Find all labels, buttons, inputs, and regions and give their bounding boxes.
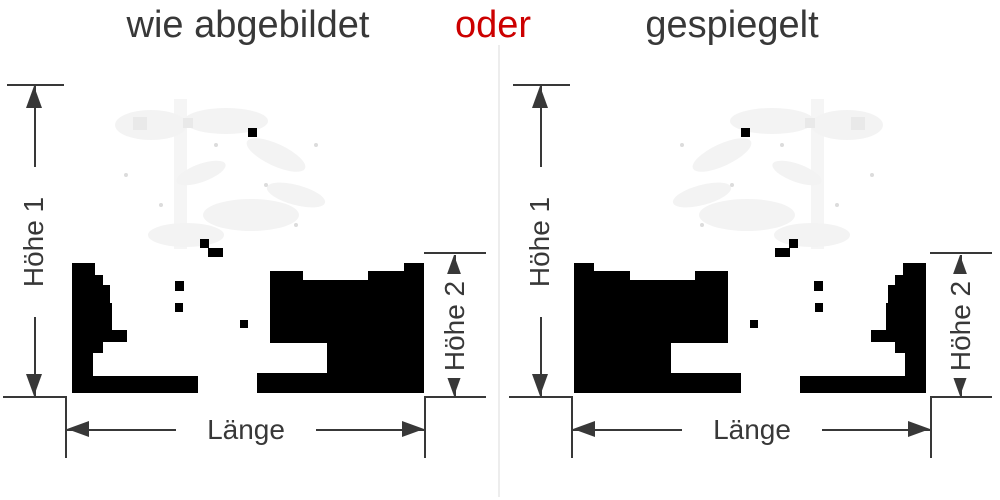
arrowhead-right-icon — [402, 421, 424, 437]
product-silhouette — [72, 99, 424, 393]
height2-cap-bottom — [930, 396, 992, 398]
length-cap-right — [424, 396, 426, 458]
height1-cap-top — [7, 84, 64, 86]
length-cap-right — [930, 396, 932, 458]
height1-cap-top — [513, 84, 570, 86]
length-label: Länge — [682, 413, 822, 447]
arrowhead-down-icon — [446, 374, 462, 396]
option-mirrored-label: gespiegelt — [645, 4, 819, 46]
arrowhead-down-icon — [26, 374, 42, 396]
panel-as-shown: Höhe 1 Höhe 2 Länge — [3, 84, 486, 458]
arrowhead-up-icon — [446, 255, 462, 277]
height1-label: Höhe 1 — [18, 167, 49, 317]
height1-label: Höhe 1 — [524, 167, 555, 317]
height2-cap-top — [930, 252, 992, 254]
arrowhead-down-icon — [532, 374, 548, 396]
arrowhead-up-icon — [532, 86, 548, 108]
height1-cap-bottom — [509, 396, 573, 398]
option-separator-oder: oder — [454, 4, 532, 46]
height2-cap-top — [424, 252, 486, 254]
height2-cap-bottom — [424, 396, 486, 398]
option-as-shown-label: wie abgebildet — [126, 4, 370, 46]
length-cap-left — [65, 396, 67, 458]
arrowhead-down-icon — [952, 374, 968, 396]
length-label: Länge — [176, 413, 316, 447]
arrowhead-up-icon — [952, 255, 968, 277]
height2-label: Höhe 2 — [439, 274, 470, 378]
height2-label: Höhe 2 — [945, 274, 976, 378]
panel-mirrored: Höhe 1 Höhe 2 Länge — [506, 0, 1000, 500]
arrowhead-up-icon — [26, 86, 42, 108]
panel-divider — [498, 45, 500, 497]
arrowhead-left-icon — [67, 421, 89, 437]
arrowhead-right-icon — [908, 421, 930, 437]
product-silhouette-mirrored — [574, 99, 926, 393]
length-cap-left — [571, 396, 573, 458]
arrowhead-left-icon — [573, 421, 595, 437]
height1-cap-bottom — [3, 396, 67, 398]
